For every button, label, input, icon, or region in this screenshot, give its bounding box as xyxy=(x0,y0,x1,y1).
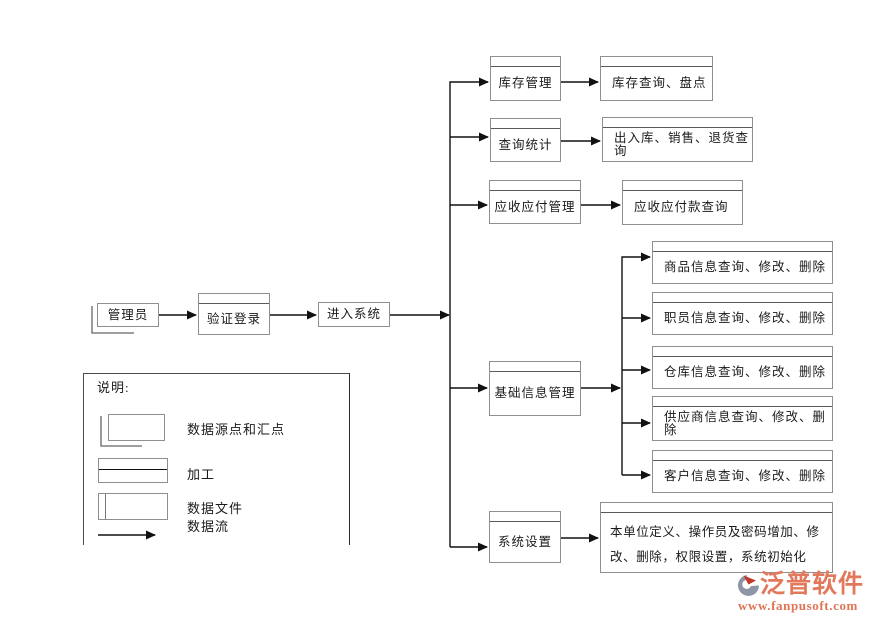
node-admin-label: 管理员 xyxy=(107,307,149,322)
node-system-settings-label: 系统设置 xyxy=(497,534,552,549)
node-base-info-mgmt: 基础信息管理 xyxy=(489,361,581,416)
node-goods-info-label: 商品信息查询、修改、删除 xyxy=(664,260,827,275)
vendor-url[interactable]: www.fanpusoft.com xyxy=(738,598,858,613)
process-header-band xyxy=(623,181,742,191)
node-goods-info: 商品信息查询、修改、删除 xyxy=(652,241,833,284)
node-customer-info: 客户信息查询、修改、删除 xyxy=(652,450,833,493)
node-supplier-info: 供应商信息查询、修改、删除 xyxy=(652,396,833,441)
legend-symbol-source-sink xyxy=(108,414,165,441)
node-system-settings-detail: 本单位定义、操作员及密码增加、修改、删除，权限设置，系统初始化 xyxy=(600,502,833,573)
process-header-band xyxy=(653,397,832,407)
legend-label-data-file: 数据文件 xyxy=(187,501,244,516)
process-header-band xyxy=(490,181,580,191)
node-enter-system: 进入系统 xyxy=(318,302,390,327)
node-admin: 管理员 xyxy=(97,303,159,327)
vendor-watermark: 泛普软件 www.fanpusoft.com xyxy=(736,572,876,616)
data-file-band xyxy=(105,494,106,519)
node-system-settings-detail-label: 本单位定义、操作员及密码增加、修改、删除，权限设置，系统初始化 xyxy=(610,525,820,564)
node-query-stats-label: 查询统计 xyxy=(498,137,553,152)
node-query-detail: 出入库、销售、退货查询 xyxy=(602,117,753,162)
node-ar-ap-detail-label: 应收应付款查询 xyxy=(634,200,729,215)
process-header-band xyxy=(653,293,832,303)
node-inventory-detail-label: 库存查询、盘点 xyxy=(612,76,707,91)
node-warehouse-info-label: 仓库信息查询、修改、删除 xyxy=(664,365,827,380)
process-header-band xyxy=(603,118,752,128)
legend-label-source-sink: 数据源点和汇点 xyxy=(187,422,286,437)
node-staff-info: 职员信息查询、修改、删除 xyxy=(652,292,833,335)
legend-title: 说明: xyxy=(97,380,130,395)
node-customer-info-label: 客户信息查询、修改、删除 xyxy=(664,469,827,484)
fanpu-logo-icon xyxy=(738,575,759,596)
node-query-detail-label: 出入库、销售、退货查询 xyxy=(614,131,750,158)
node-ar-ap-detail: 应收应付款查询 xyxy=(622,180,743,225)
brand-text: 泛普软件 xyxy=(760,571,865,598)
process-header-band xyxy=(490,512,560,522)
legend-box xyxy=(83,373,350,545)
node-supplier-info-label: 供应商信息查询、修改、删除 xyxy=(664,410,827,437)
node-login-label: 验证登录 xyxy=(206,311,261,326)
process-header-band xyxy=(653,242,832,252)
process-header-band xyxy=(99,459,167,470)
legend-symbol-process xyxy=(98,458,168,483)
node-query-stats: 查询统计 xyxy=(490,118,561,162)
node-inventory-detail: 库存查询、盘点 xyxy=(600,56,713,101)
node-inventory-mgmt: 库存管理 xyxy=(490,56,561,101)
node-staff-info-label: 职员信息查询、修改、删除 xyxy=(664,311,827,326)
process-header-band xyxy=(199,294,269,304)
process-header-band xyxy=(491,119,560,129)
node-system-settings: 系统设置 xyxy=(489,511,561,563)
process-header-band xyxy=(653,347,832,357)
node-inventory-mgmt-label: 库存管理 xyxy=(498,76,553,91)
node-ar-ap-mgmt: 应收应付管理 xyxy=(489,180,581,224)
legend-symbol-data-file xyxy=(98,493,168,520)
node-login: 验证登录 xyxy=(198,293,270,335)
process-header-band xyxy=(653,451,832,461)
node-enter-system-label: 进入系统 xyxy=(326,307,381,322)
process-header-band xyxy=(601,57,712,67)
process-header-band xyxy=(601,503,832,513)
process-header-band xyxy=(490,362,580,372)
node-warehouse-info: 仓库信息查询、修改、删除 xyxy=(652,346,833,389)
node-ar-ap-mgmt-label: 应收应付管理 xyxy=(494,199,576,214)
process-header-band xyxy=(491,57,560,67)
node-base-info-mgmt-label: 基础信息管理 xyxy=(494,386,576,401)
legend-label-process: 加工 xyxy=(187,467,216,482)
legend-label-data-flow: 数据流 xyxy=(187,519,230,534)
